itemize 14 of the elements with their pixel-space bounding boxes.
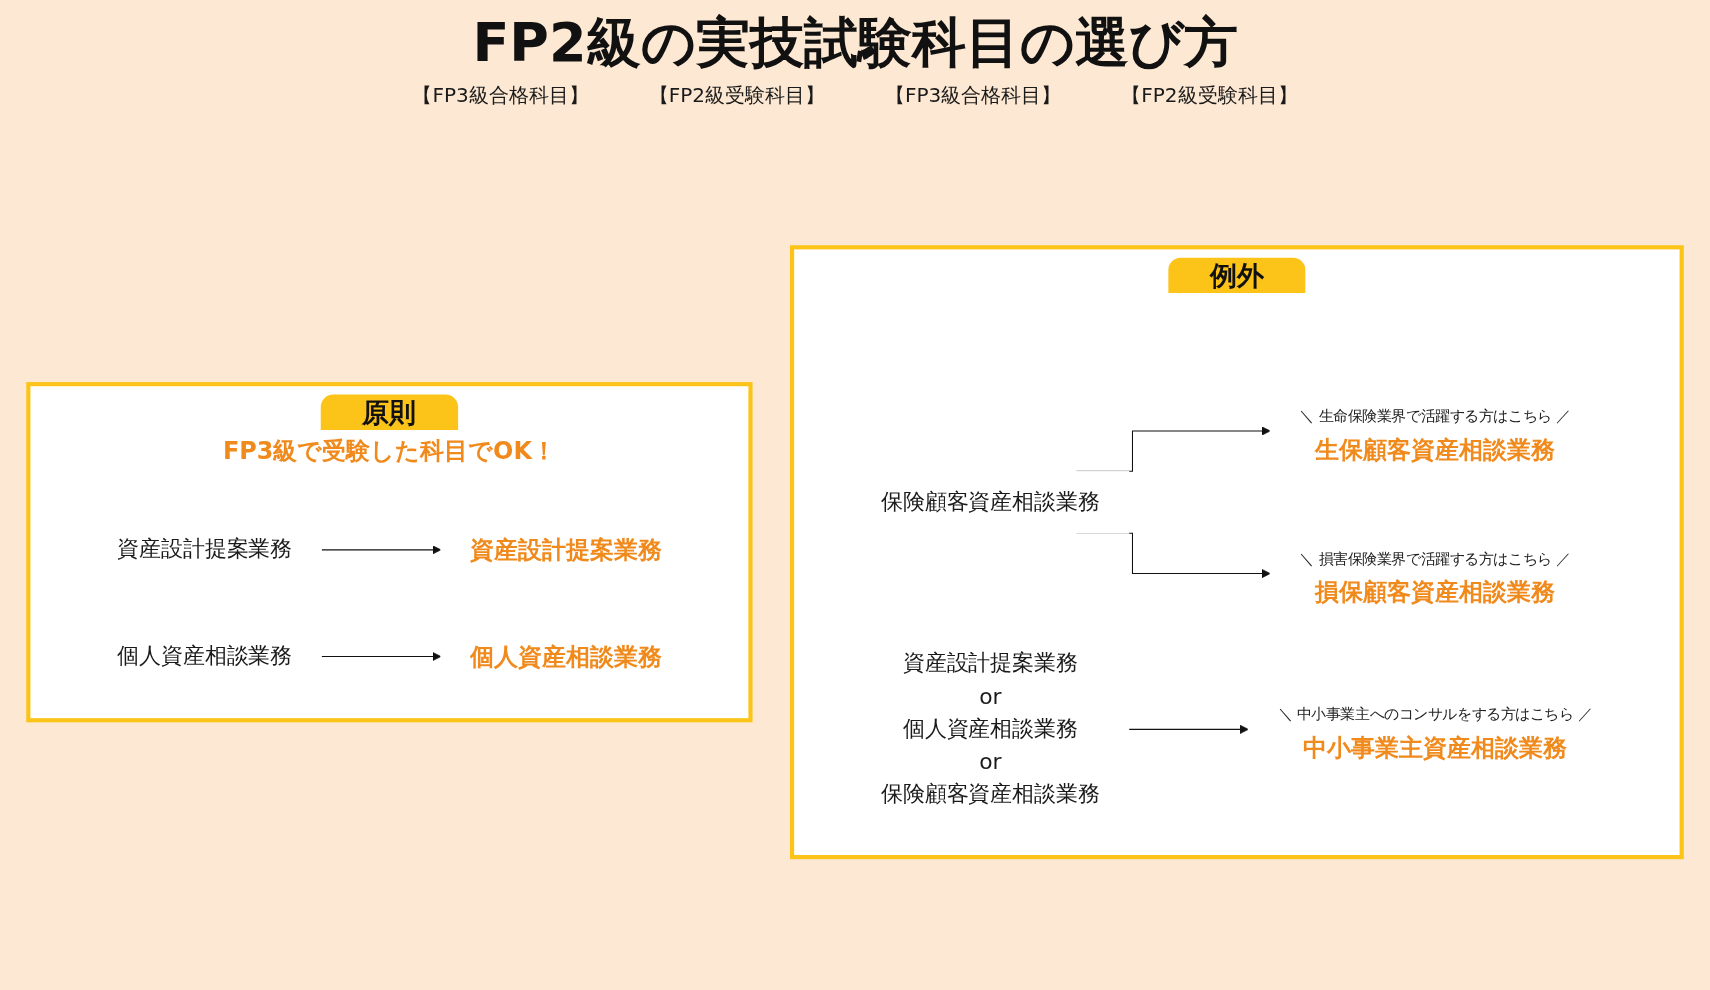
node-text: ＼ 生命保険業界で活躍する方はこちら ／ 生保顧客資産相談業務	[1299, 407, 1571, 463]
node-text: ＼ 中小事業主へのコンサルをする方はこちら ／ 中小事業主資産相談業務	[1277, 706, 1593, 761]
node-text: 個人資産相談業務	[117, 643, 293, 669]
column-heading: 【FP2級受験科目】	[1121, 82, 1298, 110]
column-heading: 【FP3級合格科目】	[412, 82, 589, 110]
node-text: 資産設計提案業務	[470, 536, 662, 564]
node-text: 個人資産相談業務	[470, 643, 662, 671]
node-text: 資産設計提案業務	[117, 536, 293, 562]
column-heading: 【FP3級合格科目】	[885, 82, 1062, 110]
node-text: ＼ 損害保険業界で活躍する方はこちら ／ 損保顧客資産相談業務	[1299, 550, 1571, 606]
arrow	[1128, 725, 1249, 735]
diagram-title: FP2級の実技試験科目の選び方	[472, 12, 1238, 75]
node-text: 資産設計提案業務 or 個人資産相談業務 or 保険顧客資産相談業務	[881, 650, 1100, 807]
column-heading: 【FP2級受験科目】	[648, 82, 825, 110]
